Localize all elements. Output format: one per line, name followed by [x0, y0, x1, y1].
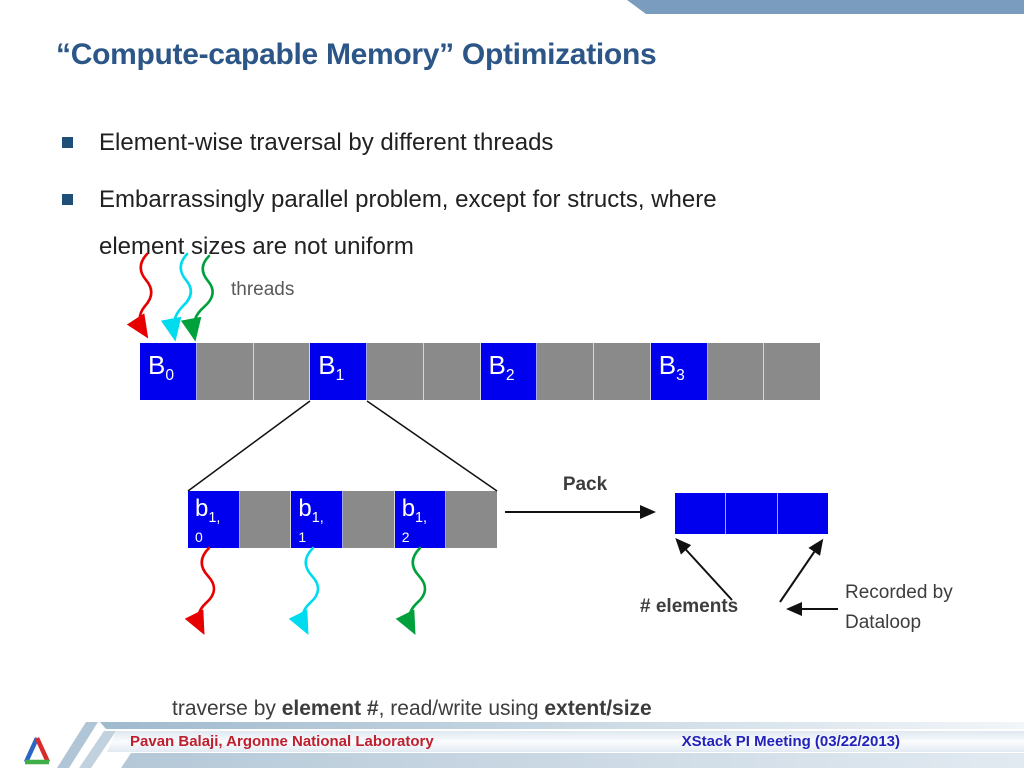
memory-cell [726, 493, 778, 534]
bullet-text: Embarrassingly parallel problem, except … [99, 186, 717, 213]
thread-arrow-green-bottom [395, 546, 427, 635]
memory-cell [196, 343, 254, 400]
footer-inner-chevron-arm [79, 731, 116, 768]
argonne-logo-icon [23, 737, 51, 765]
caption-bold-text: element # [281, 697, 379, 720]
traverse-caption: traverse by element #, read/write using … [172, 697, 652, 721]
memory-cell [239, 491, 292, 548]
memory-cell-b1,1: b1,1 [291, 491, 344, 548]
recorded-by-dataloop-label: Recorded by Dataloop [845, 582, 953, 633]
bullet-square-icon [62, 137, 73, 148]
memory-cell-B0: B0 [140, 343, 197, 400]
elements-arrow-left [675, 538, 733, 601]
memory-cell-B1: B1 [310, 343, 367, 400]
memory-cell-B2: B2 [480, 343, 538, 400]
expand-line-left [187, 400, 311, 492]
memory-cell-b1,0: b1,0 [188, 491, 240, 548]
bullet-item: Embarrassingly parallel problem, except … [62, 176, 959, 270]
memory-cell [367, 343, 424, 400]
expand-line-right [366, 400, 498, 492]
cell-label: B0 [148, 350, 175, 385]
bullet-text: element sizes are not uniform [99, 233, 414, 260]
num-elements-label: # elements [640, 596, 739, 617]
memory-cell [764, 343, 820, 400]
caption-text: , read/write using [378, 697, 545, 720]
memory-cell [777, 493, 828, 534]
bullet-square-icon [62, 194, 73, 205]
cell-label: B1 [318, 350, 345, 385]
cell-label: B3 [658, 350, 685, 385]
memory-cell [343, 491, 395, 548]
memory-cell [675, 493, 727, 534]
memory-bar-packed [675, 493, 828, 534]
memory-cell [707, 343, 765, 400]
top-right-accent-band [627, 0, 1024, 14]
footer-outer-chevron-arm [57, 722, 98, 768]
footer-bottom-band [121, 753, 1024, 768]
memory-cell [446, 491, 498, 548]
footer-top-stripe [100, 722, 1024, 729]
slide-title: “Compute-capable Memory” Optimizations [56, 38, 657, 71]
pack-label: Pack [562, 474, 608, 495]
memory-cell [423, 343, 481, 400]
memory-cell [594, 343, 651, 400]
memory-cell [253, 343, 311, 400]
footer-author: Pavan Balaji, Argonne National Laborator… [130, 733, 434, 750]
cell-label: B2 [488, 350, 515, 385]
threads-label: threads [231, 279, 295, 300]
cell-label-line2: 0 [195, 529, 203, 545]
thread-arrow-red-bottom [184, 546, 216, 635]
thread-arrow-cyan-bottom [288, 546, 320, 635]
cell-label-line2: 1 [298, 529, 307, 545]
caption-bold-text: extent/size [544, 697, 652, 720]
caption-text: traverse by [172, 697, 282, 720]
bullet-text: Element-wise traversal by different thre… [99, 129, 554, 156]
cell-label: b1, [401, 495, 428, 526]
memory-cell-B3: B3 [650, 343, 708, 400]
cell-label: b1, [298, 495, 324, 526]
memory-bar-main: B0 B1 B2 B3 [140, 343, 820, 400]
elements-arrow-right [779, 538, 824, 603]
footer-meeting: XStack PI Meeting (03/22/2013) [681, 733, 900, 750]
cell-label: b1, [195, 495, 221, 526]
memory-cell [537, 343, 594, 400]
cell-label-line2: 2 [401, 529, 410, 545]
bullet-item: Element-wise traversal by different thre… [62, 119, 959, 166]
memory-cell-b1,2: b1,2 [394, 491, 447, 548]
